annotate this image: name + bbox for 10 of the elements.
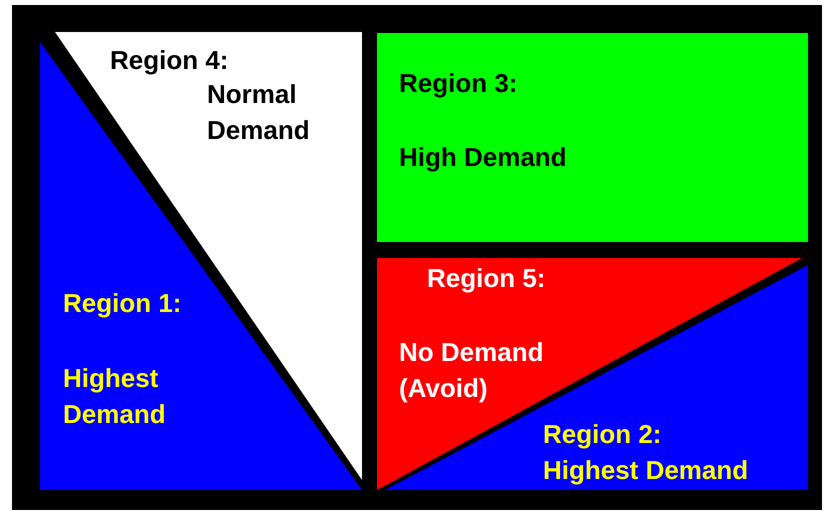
region-heading: Region 3: [399,67,518,100]
region-heading: Region 4: [110,44,230,77]
region-description: High Demand [399,141,568,174]
region-heading: Region 2: [543,418,662,451]
region-heading: Region 1: [63,287,182,320]
region-description: No Demand (Avoid) [399,336,544,405]
region-description: Highest Demand [63,362,167,431]
region-description: Highest Demand [543,454,750,487]
region-description: Normal Demand [207,78,311,147]
region-heading: Region 5: [427,262,546,295]
